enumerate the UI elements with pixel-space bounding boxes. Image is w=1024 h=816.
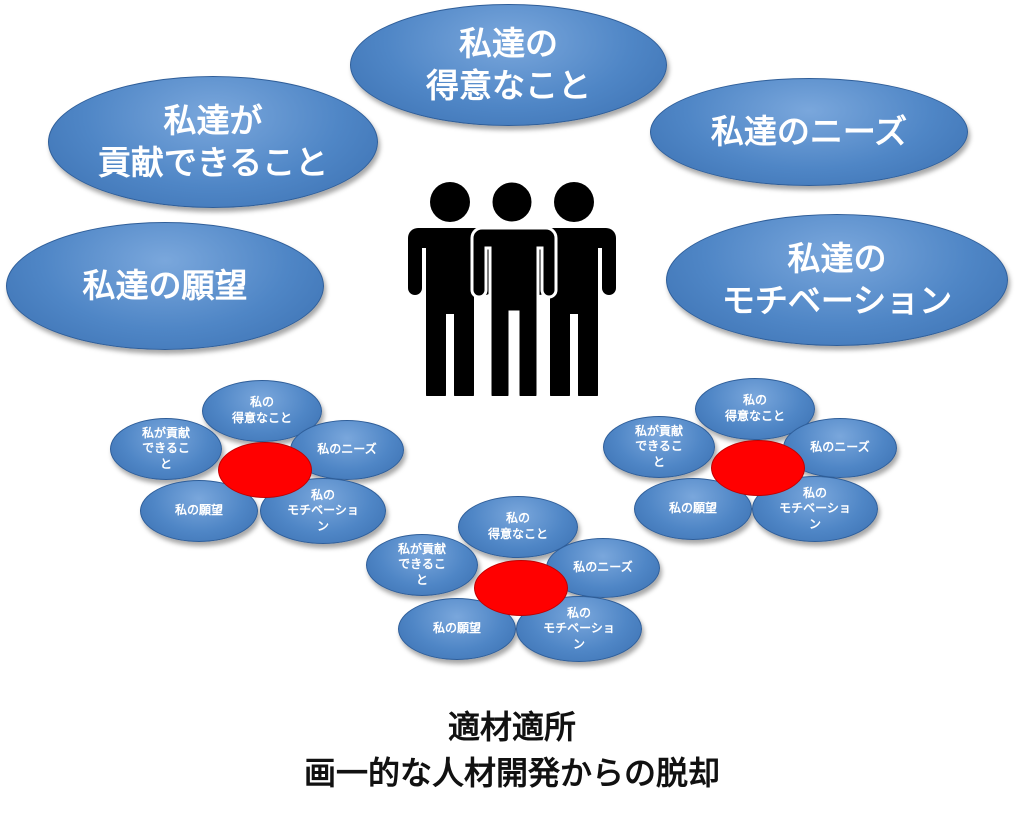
flower-hub <box>474 560 568 616</box>
petal-strengths: 私の 得意なこと <box>202 380 322 442</box>
people-group-icon <box>408 180 616 396</box>
bubble-our-motivation: 私達の モチベーション <box>666 214 1008 346</box>
caption-line1: 適材適所 <box>447 708 576 746</box>
petal-strengths: 私の 得意なこと <box>458 496 578 558</box>
flower-hub <box>711 440 805 496</box>
bubble-our-strengths: 私達の 得意なこと <box>350 4 667 126</box>
caption-line2: 画一的な人材開発からの脱却 <box>303 754 720 792</box>
petal-contribution: 私が貢献 できるこ と <box>603 416 715 478</box>
petal-contribution: 私が貢献 できるこ と <box>366 534 478 596</box>
bubble-our-contribution: 私達が 貢献できること <box>48 76 378 208</box>
bubble-our-wish: 私達の願望 <box>6 222 324 350</box>
flower-hub <box>218 442 312 498</box>
bubble-our-needs: 私達のニーズ <box>650 78 968 186</box>
petal-contribution: 私が貢献 できるこ と <box>110 418 222 480</box>
